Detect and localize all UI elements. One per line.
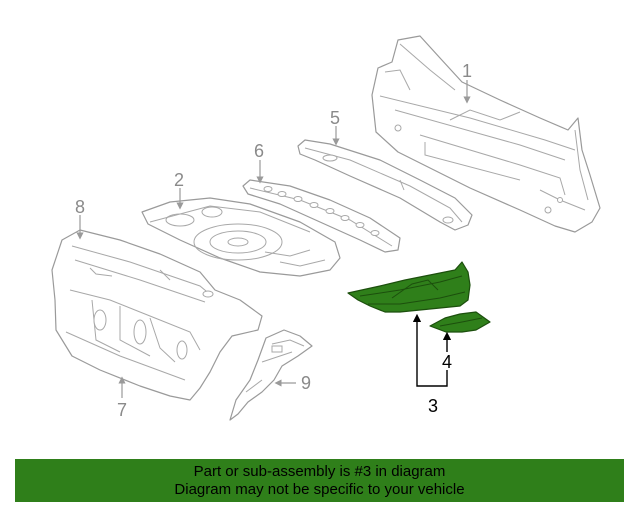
leader-3 <box>412 313 433 387</box>
callout-7: 7 <box>117 400 127 420</box>
banner-line-1: Part or sub-assembly is #3 in diagram <box>193 462 446 480</box>
callout-2: 2 <box>174 170 184 190</box>
leader-3-to-4 <box>433 370 448 387</box>
callout-3: 3 <box>428 396 438 416</box>
callout-4: 4 <box>442 352 452 372</box>
part-1-rear-panel[interactable] <box>371 35 601 233</box>
callout-8: 8 <box>75 197 85 217</box>
part-9-side-bracket[interactable] <box>229 329 313 421</box>
callout-5: 5 <box>330 108 340 128</box>
banner-line-2: Diagram may not be specific to your vehi… <box>174 480 465 498</box>
part-3-floor-extension-highlighted[interactable] <box>347 261 471 313</box>
callout-9: 9 <box>301 373 311 393</box>
part-6-shelf-reinforcement[interactable] <box>242 179 401 253</box>
info-banner: Part or sub-assembly is #3 in diagram Di… <box>15 459 624 502</box>
part-4-small-bracket-highlighted[interactable] <box>429 311 491 333</box>
callout-1: 1 <box>462 61 472 81</box>
callout-6: 6 <box>254 141 264 161</box>
part-2-floor-pan[interactable] <box>141 197 341 277</box>
part-8-seat-back-panel[interactable] <box>51 229 263 401</box>
part-5-cross-member[interactable] <box>297 139 473 231</box>
